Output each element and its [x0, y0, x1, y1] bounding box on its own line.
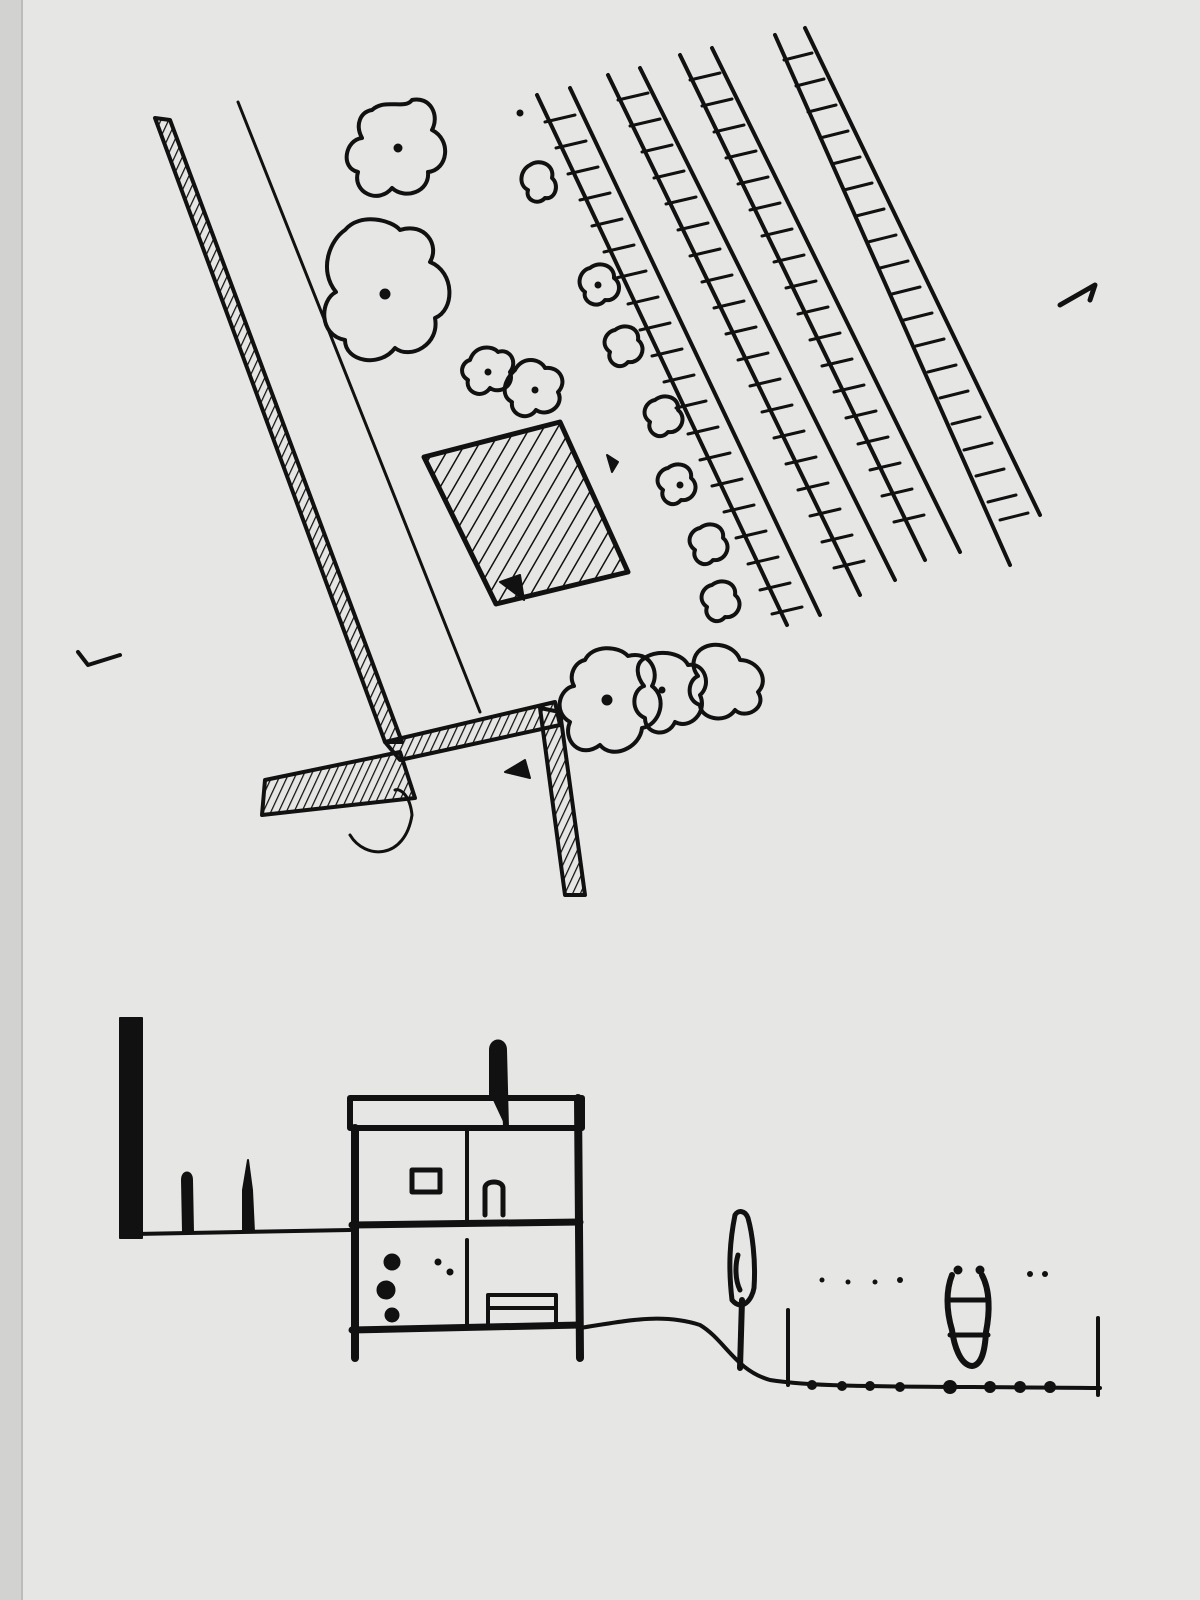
plan-shrub [699, 579, 742, 624]
plan-tree [557, 646, 663, 754]
plan-shrub [577, 262, 621, 307]
plan-house-mark [606, 454, 619, 473]
section-ground-marks [807, 1380, 1056, 1394]
site-section [119, 1017, 1102, 1397]
plan-bottom-wall-mid [383, 700, 562, 762]
plan-shrub [519, 160, 558, 204]
section-figure [944, 1265, 992, 1369]
plan-field-row [678, 46, 962, 562]
section-tree [727, 1209, 758, 1371]
plan-field-row [535, 86, 822, 627]
section-post [181, 1171, 194, 1233]
plan-shrub [502, 358, 565, 419]
section-ground-slope [578, 1316, 1102, 1390]
plan-shrub [642, 394, 685, 439]
plan-section-mark-left [76, 650, 122, 667]
plan-tree [322, 217, 452, 363]
paper-edge [0, 0, 22, 1600]
section-ground-upper [133, 1228, 352, 1236]
section-boundary-wall [119, 1017, 143, 1239]
plan-boundary-wall [153, 116, 404, 744]
plan-shrub [602, 324, 645, 369]
plan-field-row [773, 26, 1042, 567]
section-dotted-line [819, 1271, 1048, 1285]
plan-field-row [606, 66, 897, 597]
plan-ink-dot [516, 109, 524, 117]
site-plan [76, 26, 1098, 897]
plan-shrub [687, 522, 730, 567]
plan-road-edge [236, 100, 482, 714]
section-house [347, 1039, 585, 1362]
section-post [242, 1159, 255, 1233]
plan-wall-corner [504, 759, 531, 779]
plan-house-footprint [421, 419, 631, 607]
plan-tree [344, 97, 448, 198]
plan-house-entry [499, 574, 525, 601]
plan-bottom-wall-left [260, 750, 417, 817]
plan-bottom-wall-right [538, 706, 587, 897]
plan-tree [687, 642, 765, 721]
plan-shrub [655, 462, 698, 507]
plan-tree [632, 650, 708, 735]
plan-section-mark-right [1057, 282, 1098, 308]
plan-gate-arc [348, 788, 414, 854]
